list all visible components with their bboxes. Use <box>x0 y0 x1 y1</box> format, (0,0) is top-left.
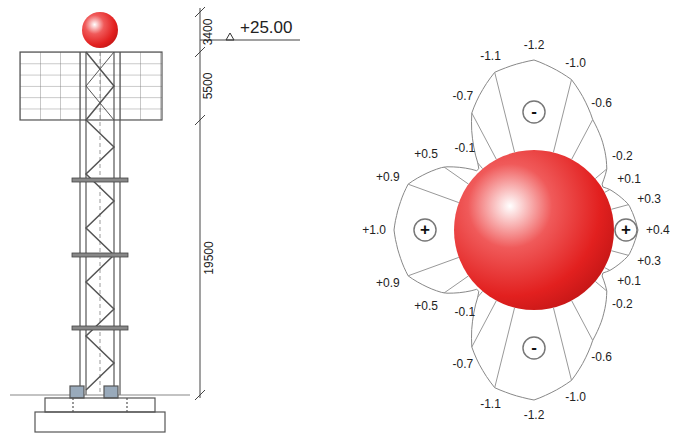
dimension-label: 5500 <box>201 73 215 100</box>
radial-line <box>495 308 515 388</box>
pressure-coefficient: +0.4 <box>646 223 670 237</box>
pressure-coefficient: -1.2 <box>524 408 545 422</box>
pressure-coefficient: -1.1 <box>480 397 501 411</box>
radial-line <box>595 169 607 179</box>
radial-line <box>611 251 628 256</box>
pressure-outline <box>394 60 638 400</box>
pressure-coefficient: +0.1 <box>617 172 641 186</box>
pressure-coefficient: -1.0 <box>565 390 586 404</box>
radial-line <box>472 113 497 159</box>
radial-line <box>444 276 469 293</box>
pressure-coefficient: -1.1 <box>480 49 501 63</box>
radial-line <box>478 163 483 169</box>
sign-circle: + <box>413 218 437 242</box>
radial-line <box>605 268 610 271</box>
radial-line <box>408 257 459 275</box>
sign-circle: - <box>522 100 546 124</box>
pressure-coefficient: -0.2 <box>612 149 633 163</box>
pressure-coefficient: -0.6 <box>591 96 612 110</box>
pressure-coefficient: +0.9 <box>376 276 400 290</box>
radial-line <box>605 190 610 193</box>
sign-text: - <box>531 103 537 121</box>
pressure-coefficient: -0.6 <box>591 350 612 364</box>
sign-circle: + <box>614 218 638 242</box>
pressure-coefficient: +1.0 <box>362 223 386 237</box>
radial-line <box>572 301 593 341</box>
radial-line <box>495 72 515 152</box>
radial-line <box>472 301 497 347</box>
dimension-label: +25.00 <box>240 18 292 38</box>
sign-text: + <box>621 221 631 239</box>
radial-line <box>408 184 459 202</box>
pressure-coefficient: +0.3 <box>637 192 661 206</box>
pressure-coefficient: -0.7 <box>453 89 474 103</box>
radial-line <box>478 291 483 297</box>
radial-line <box>611 205 628 210</box>
pressure-coefficient: -1.0 <box>565 56 586 70</box>
radial-line <box>595 281 607 291</box>
sign-circle: - <box>522 336 546 360</box>
pressure-coefficient: +0.9 <box>376 170 400 184</box>
radial-line <box>572 120 593 160</box>
radial-line <box>553 80 571 153</box>
sign-text: + <box>420 221 430 239</box>
dimension-label: 3400 <box>201 19 215 46</box>
pressure-coefficient: +0.3 <box>637 254 661 268</box>
radial-line <box>553 308 571 381</box>
pressure-coefficient: -0.1 <box>455 305 476 319</box>
radial-line <box>444 167 469 184</box>
dimension-label: 19500 <box>201 241 215 274</box>
sign-text: - <box>531 339 537 357</box>
pressure-coefficient: +0.1 <box>617 274 641 288</box>
pressure-coefficient: -0.7 <box>453 357 474 371</box>
pressure-coefficient: -0.1 <box>455 141 476 155</box>
pressure-coefficient: -0.2 <box>612 297 633 311</box>
pressure-coefficient: +0.5 <box>414 299 438 313</box>
pressure-coefficient: -1.2 <box>524 38 545 52</box>
pressure-coefficient: +0.5 <box>414 147 438 161</box>
